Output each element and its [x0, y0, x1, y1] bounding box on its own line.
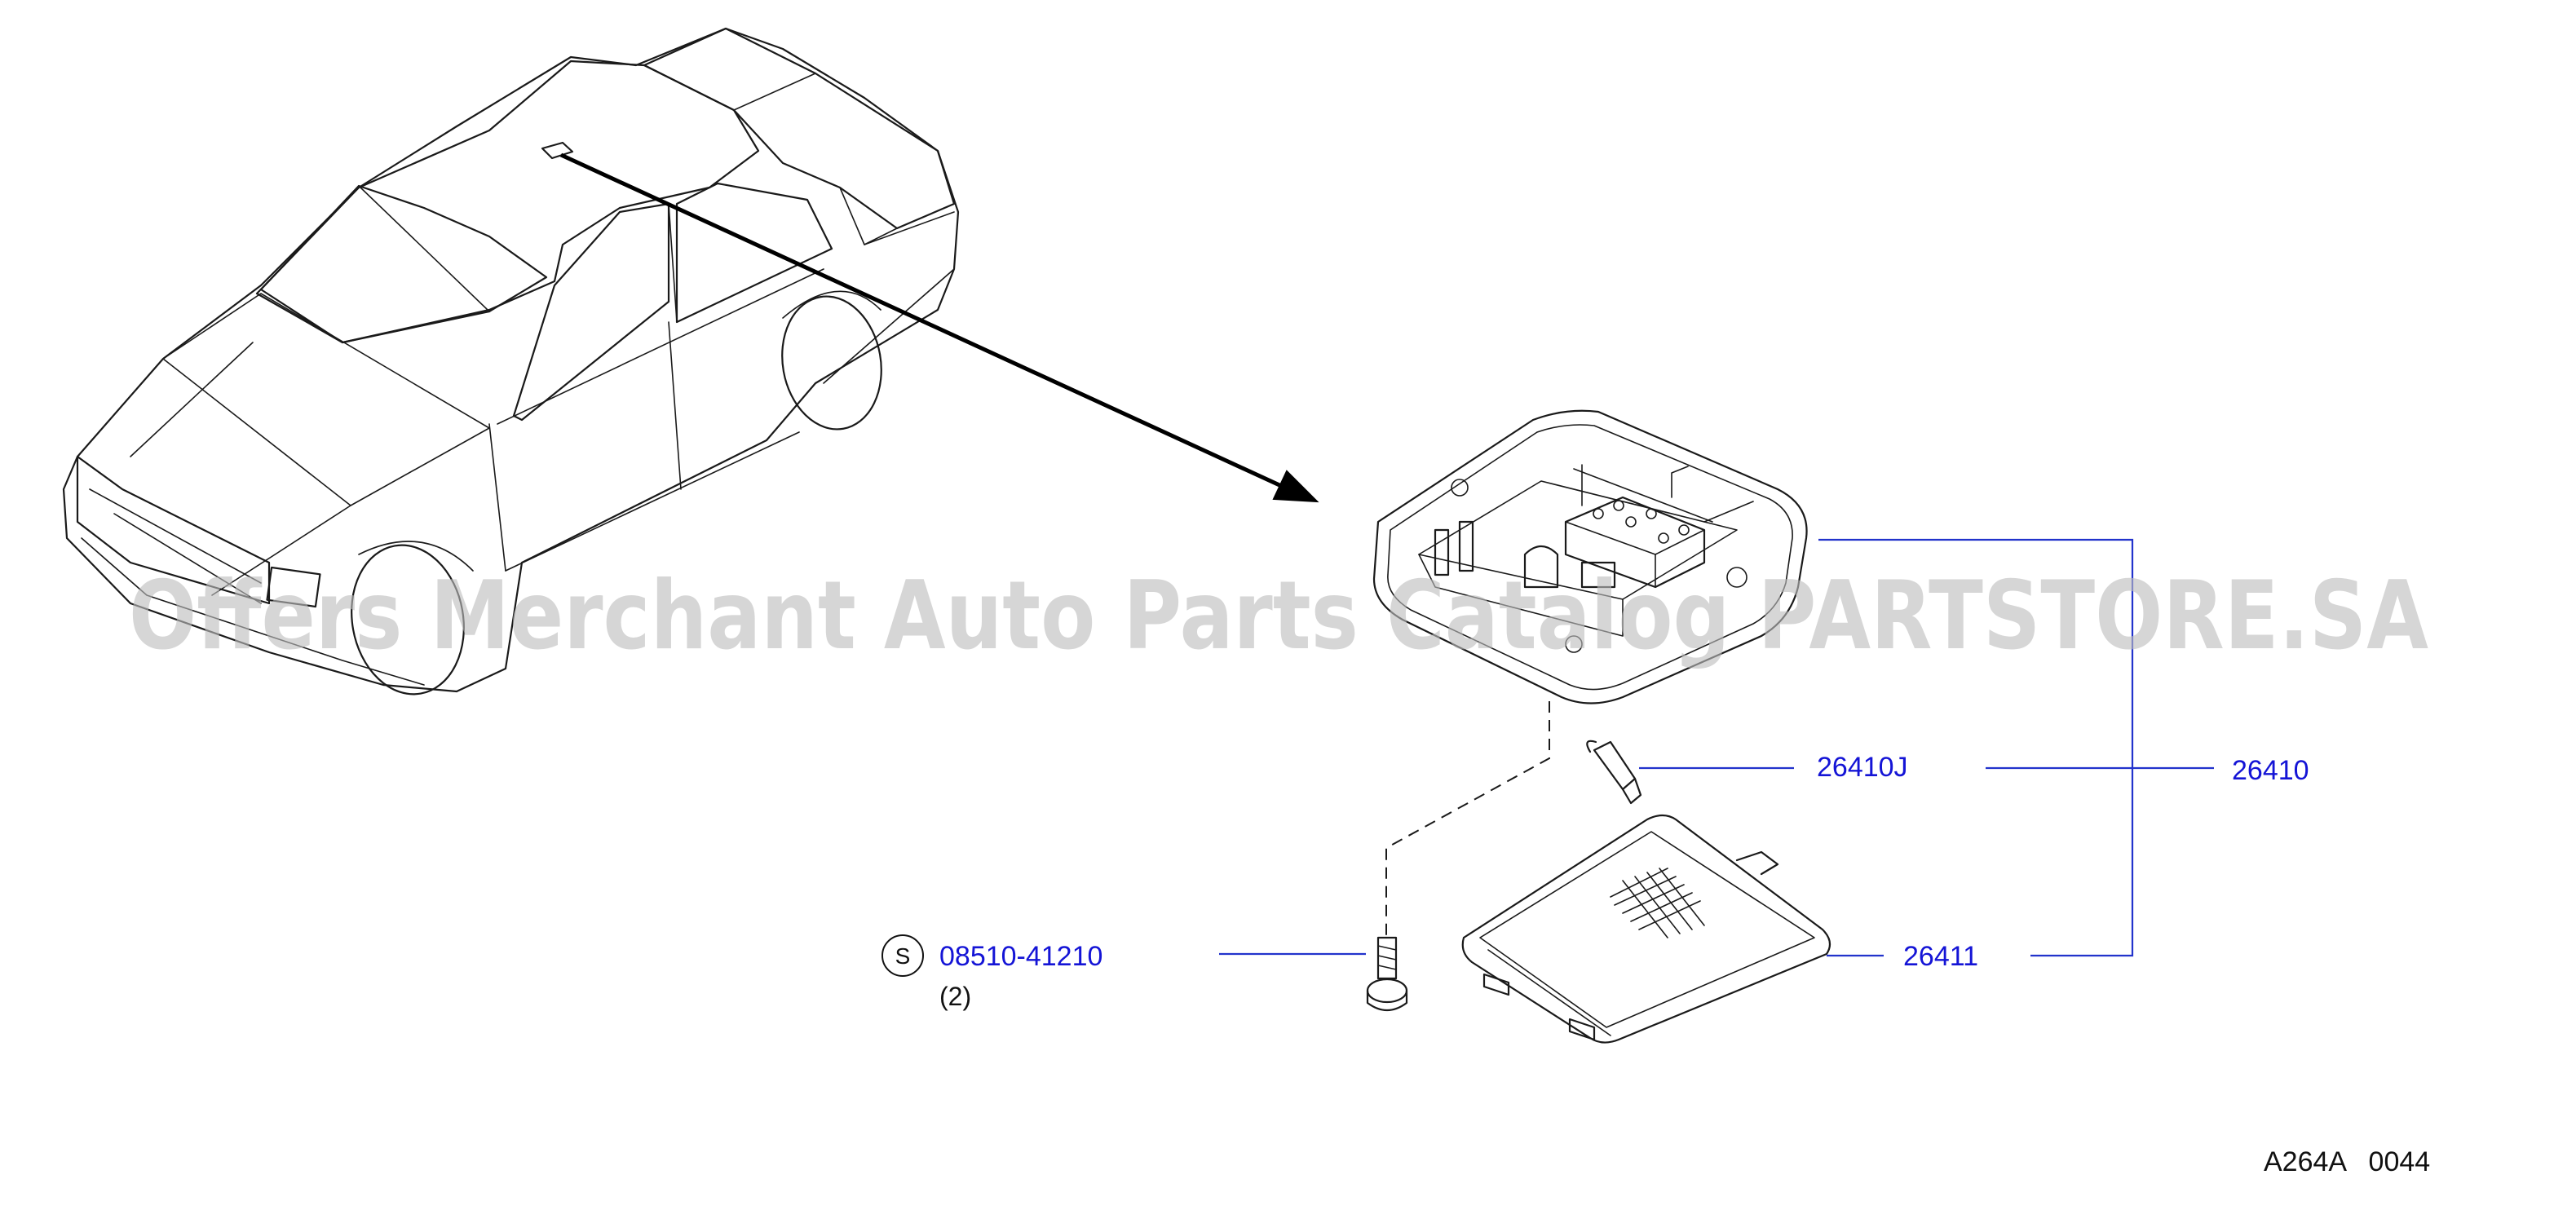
leader-lines [1219, 538, 2214, 957]
screw-quantity: (2) [939, 982, 971, 1011]
part-label-26411[interactable]: 26411 [1903, 941, 1978, 972]
lens-26411 [1461, 814, 1831, 1044]
part-label-26410J[interactable]: 26410J [1817, 752, 1908, 783]
diagram-code: A264A 0044 [2264, 1146, 2430, 1177]
standard-part-symbol-letter: S [895, 943, 911, 969]
bulb-26410J [1586, 740, 1642, 805]
watermark: Offers Merchant Auto Parts Catalog PARTS… [129, 561, 2428, 671]
lamp-housing-26410 [1372, 409, 1808, 938]
part-label-26410[interactable]: 26410 [2232, 755, 2309, 786]
car-illustration [62, 27, 960, 696]
part-label-08510-41210[interactable]: 08510-41210 [939, 941, 1102, 972]
screw-08510-41210 [1366, 936, 1408, 1012]
location-arrow [559, 152, 1319, 503]
lamp-location-marker [541, 141, 574, 160]
standard-part-symbol: S [881, 934, 924, 977]
